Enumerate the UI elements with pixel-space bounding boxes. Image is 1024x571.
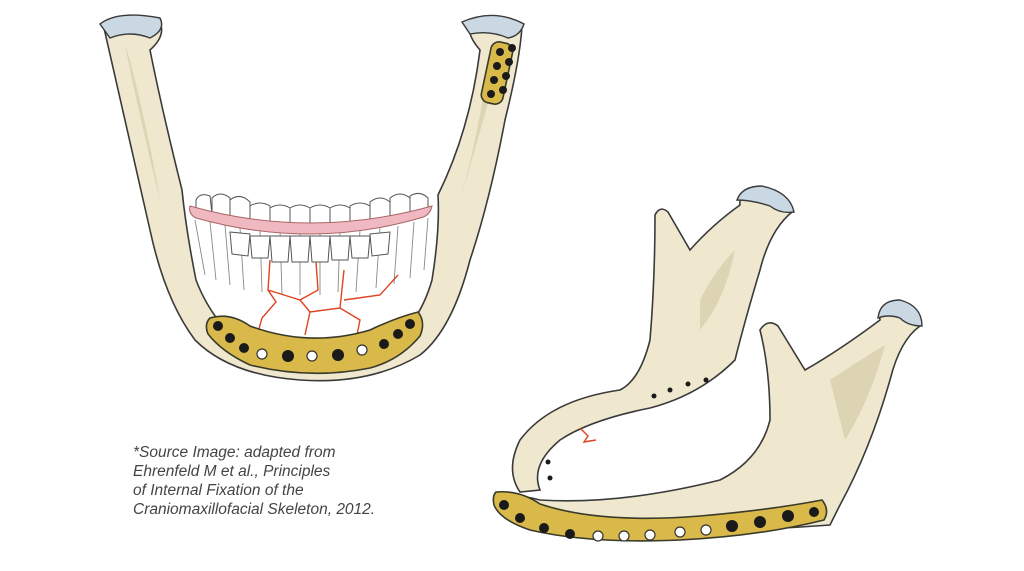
fracture-line-side — [579, 427, 597, 443]
source-caption: *Source Image: adapted from Ehrenfeld M … — [133, 443, 375, 519]
condyle-cartilage-lower — [877, 299, 923, 327]
condyle-cartilage-right — [460, 14, 525, 39]
fracture-lines — [255, 259, 399, 346]
condyle-plate — [480, 41, 516, 105]
caption-line: of Internal Fixation of the — [133, 482, 304, 499]
side-plate — [492, 490, 828, 542]
mandible-front-view — [99, 14, 525, 382]
mandible-side-view — [492, 185, 923, 542]
teeth — [189, 192, 433, 296]
condyle-cartilage-upper — [736, 185, 795, 214]
gum-splint — [189, 205, 433, 235]
caption-line: *Source Image: adapted from — [133, 444, 336, 461]
condyle-cartilage-left — [99, 14, 163, 39]
front-plate — [205, 311, 424, 375]
caption-line: Craniomaxillofacial Skeleton, 2012. — [133, 501, 376, 518]
caption-line: Ehrenfeld M et al., Principles — [133, 463, 331, 480]
